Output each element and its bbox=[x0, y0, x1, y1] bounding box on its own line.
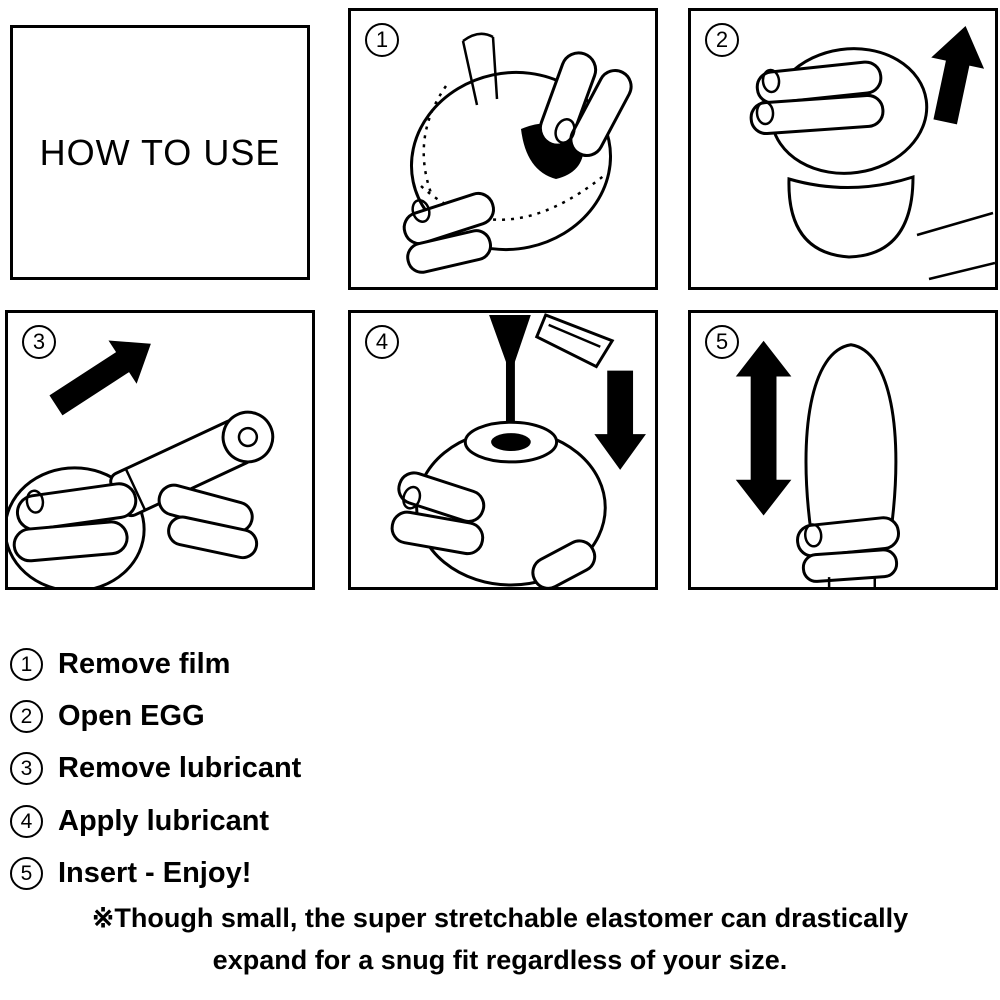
arrow-down-icon bbox=[594, 370, 646, 470]
fingernail bbox=[803, 523, 823, 548]
apply-lubricant-illustration bbox=[390, 313, 646, 587]
step-2-label: Open EGG bbox=[58, 700, 205, 732]
step-1-number: 1 bbox=[20, 652, 33, 676]
stretched-egg bbox=[804, 343, 898, 535]
gripping-fingers bbox=[749, 60, 885, 136]
tube-opening bbox=[237, 426, 259, 448]
tube-cap bbox=[221, 410, 275, 464]
footnote-line-2: expand for a snug fit regardless of your… bbox=[212, 944, 788, 975]
pour-spout bbox=[489, 314, 531, 365]
lubricant-stream bbox=[505, 360, 515, 441]
title-box: HOW TO USE bbox=[10, 25, 310, 280]
reference-mark: ※ bbox=[91, 903, 115, 933]
step-4-label: Apply lubricant bbox=[58, 805, 270, 837]
panel-step-4: 4 bbox=[348, 310, 658, 590]
film-edge-dashed-2 bbox=[422, 85, 448, 194]
arrow-up-down-icon bbox=[735, 340, 792, 516]
open-egg-illustration bbox=[749, 26, 995, 281]
step-2-number: 2 bbox=[20, 704, 33, 728]
step-5-number: 5 bbox=[20, 861, 33, 885]
egg-hole-inner bbox=[491, 433, 531, 451]
panel-2-number: 2 bbox=[715, 27, 729, 52]
panel-3-number-badge: 3 bbox=[22, 325, 56, 359]
fingernail bbox=[755, 100, 775, 126]
panel-4-number-badge: 4 bbox=[365, 325, 399, 359]
panel-5-number: 5 bbox=[715, 329, 729, 354]
step-3-label: Remove lubricant bbox=[58, 752, 302, 784]
holding-hand bbox=[390, 471, 597, 587]
page-title: HOW TO USE bbox=[39, 131, 281, 173]
wrist-lines bbox=[916, 211, 995, 281]
right-hand bbox=[538, 51, 633, 157]
film-tab bbox=[461, 32, 499, 106]
step-1-label: Remove film bbox=[58, 648, 231, 680]
step-item-3: 3 Remove lubricant bbox=[10, 752, 301, 785]
step-item-4: 4 Apply lubricant bbox=[10, 805, 269, 838]
footnote-line-1: ※Though small, the super stretchable ela… bbox=[0, 898, 1000, 940]
step-4-number: 4 bbox=[20, 809, 33, 833]
lubricant-sachet bbox=[534, 313, 615, 369]
panel-step-2: 2 bbox=[688, 8, 998, 290]
step-item-5: 5 Insert - Enjoy! bbox=[10, 857, 251, 890]
panel-1-number: 1 bbox=[375, 27, 389, 52]
step-3-number-badge: 3 bbox=[10, 752, 43, 785]
remove-lubricant-illustration bbox=[8, 340, 275, 587]
panel-step-1: 1 bbox=[348, 8, 658, 290]
shaft-lines bbox=[827, 577, 877, 587]
fingernail bbox=[761, 68, 781, 94]
fingernail bbox=[402, 485, 422, 510]
fingernail bbox=[411, 199, 431, 223]
left-hand bbox=[402, 191, 495, 274]
step-4-number-badge: 4 bbox=[10, 805, 43, 838]
insert-enjoy-illustration bbox=[735, 340, 900, 587]
remove-film-illustration bbox=[402, 32, 633, 274]
step-1-number-badge: 1 bbox=[10, 648, 43, 681]
fingernail bbox=[25, 489, 45, 514]
panel-step-5: 5 bbox=[688, 310, 998, 590]
panel-5-number-badge: 5 bbox=[705, 325, 739, 359]
step-5-number-badge: 5 bbox=[10, 857, 43, 890]
panel-3-number: 3 bbox=[32, 329, 46, 354]
holding-hand bbox=[12, 482, 259, 563]
step-item-1: 1 Remove film bbox=[10, 648, 230, 681]
arrow-up-icon bbox=[931, 26, 985, 125]
step-2-number-badge: 2 bbox=[10, 700, 43, 733]
step-3-number: 3 bbox=[20, 756, 33, 780]
gripping-hand bbox=[796, 516, 900, 583]
panel-4-number: 4 bbox=[375, 329, 389, 354]
step-item-2: 2 Open EGG bbox=[10, 700, 205, 733]
fingernail bbox=[554, 118, 576, 144]
footnote: ※Though small, the super stretchable ela… bbox=[0, 898, 1000, 982]
panel-step-3: 3 bbox=[5, 310, 315, 590]
footnote-text-1: Though small, the super stretchable elas… bbox=[114, 903, 909, 933]
arrow-up-right-icon bbox=[49, 340, 151, 416]
panel-2-number-badge: 2 bbox=[705, 23, 739, 57]
egg-lower-half bbox=[787, 174, 915, 259]
step-5-label: Insert - Enjoy! bbox=[58, 857, 252, 889]
panel-1-number-badge: 1 bbox=[365, 23, 399, 57]
